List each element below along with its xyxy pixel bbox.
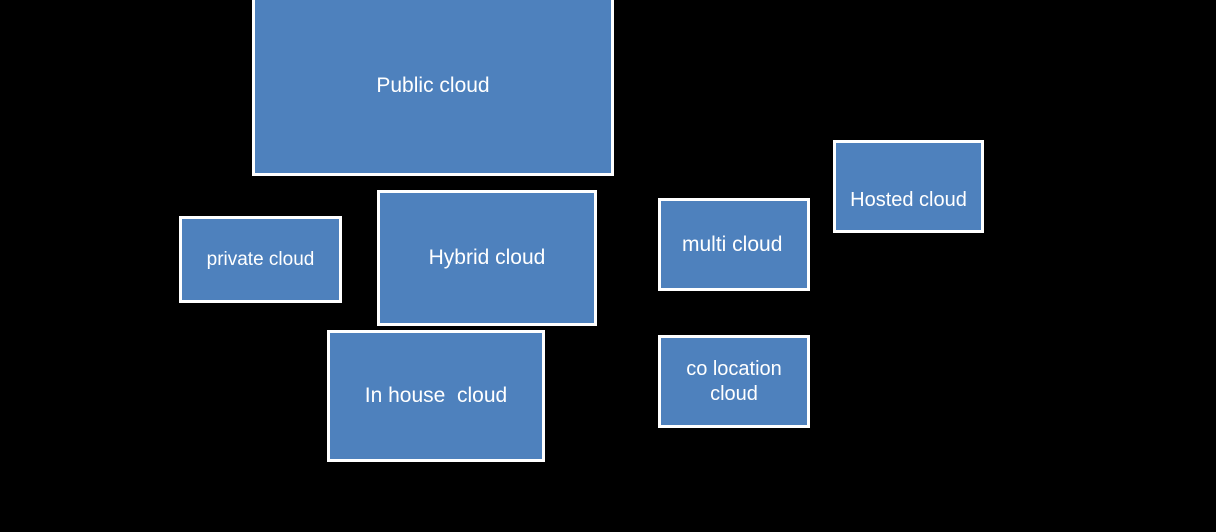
node-co-location-cloud-label: co location cloud bbox=[686, 358, 782, 405]
node-in-house-cloud[interactable]: In house cloud bbox=[327, 330, 545, 462]
node-hybrid-cloud-label: Hybrid cloud bbox=[428, 246, 546, 270]
node-hosted-cloud-label: Hosted cloud bbox=[850, 188, 967, 211]
node-public-cloud[interactable]: Public cloud bbox=[252, 0, 614, 176]
node-hosted-cloud[interactable]: Hosted cloud bbox=[833, 140, 984, 233]
node-co-location-cloud[interactable]: co location cloud bbox=[658, 335, 810, 428]
node-multi-cloud-label: multi cloud bbox=[682, 232, 783, 256]
node-public-cloud-label: Public cloud bbox=[376, 74, 490, 98]
node-in-house-cloud-label: In house cloud bbox=[364, 384, 508, 408]
node-private-cloud[interactable]: private cloud bbox=[179, 216, 342, 303]
node-hybrid-cloud[interactable]: Hybrid cloud bbox=[377, 190, 597, 326]
node-private-cloud-label: private cloud bbox=[206, 248, 315, 270]
node-multi-cloud[interactable]: multi cloud bbox=[658, 198, 810, 291]
